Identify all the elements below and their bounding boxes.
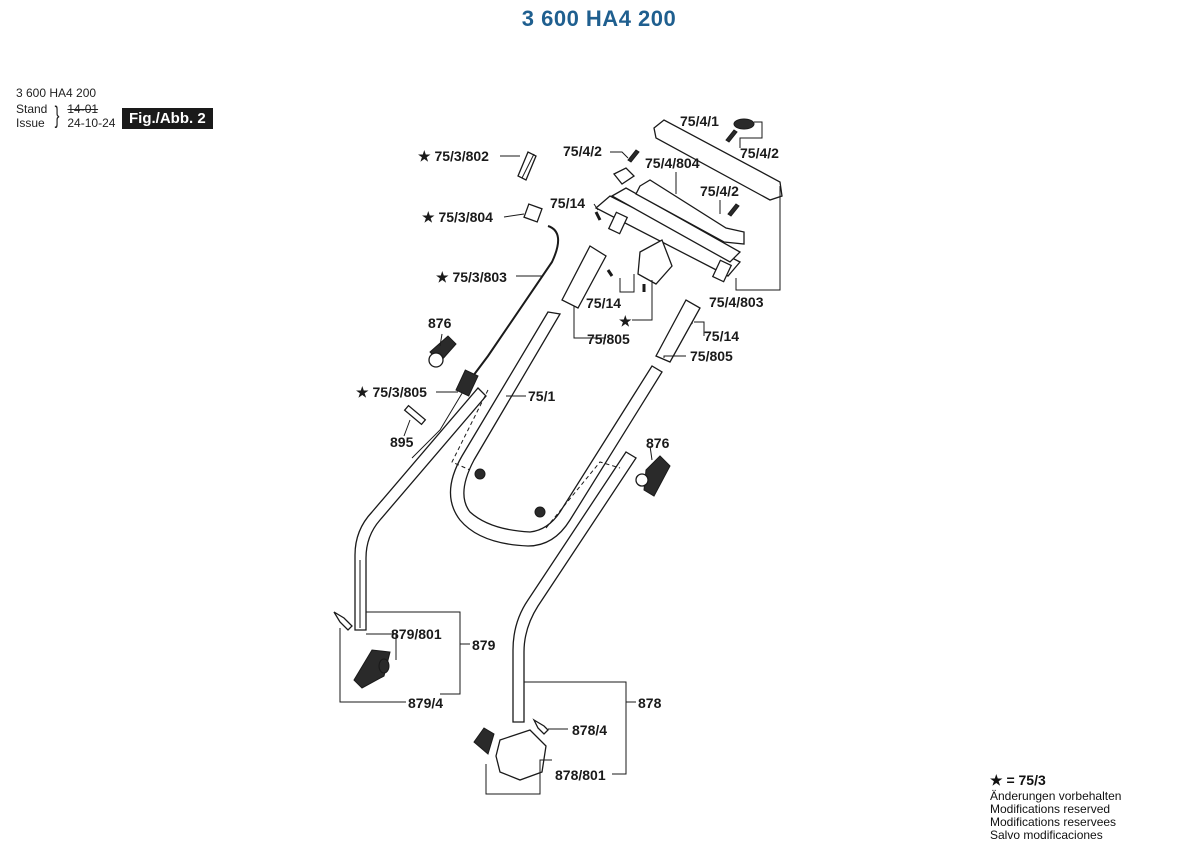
label-75-1: 75/1 (528, 388, 555, 404)
bolt-right (534, 506, 546, 518)
label-75-4-803: 75/4/803 (709, 294, 764, 310)
revision-header: 3 600 HA4 200 Stand Issue } 14-01 24-10-… (16, 86, 115, 130)
clip-left (612, 167, 636, 185)
figure-badge: Fig./Abb. 2 (122, 108, 213, 129)
star-part-box (637, 239, 673, 285)
legend-line: Salvo modificaciones (990, 828, 1103, 842)
issue-label: Issue (16, 116, 45, 130)
cable-lower (411, 379, 471, 459)
label-star: ★ (619, 313, 632, 329)
leader-lines (339, 121, 781, 795)
label-75-4-2-a: 75/4/2 (563, 143, 602, 159)
label-75-14-b: 75/14 (586, 295, 621, 311)
page-title: 3 600 HA4 200 (521, 6, 677, 31)
label-895: 895 (390, 434, 414, 450)
left-handle-bar (354, 387, 487, 631)
label-75-4-1: 75/4/1 (680, 113, 719, 129)
legend-line: Änderungen vorbehalten (990, 789, 1122, 803)
label-75-3-803: ★ 75/3/803 (436, 269, 507, 285)
label-878-801: 878/801 (555, 767, 606, 783)
control-bar (594, 187, 742, 283)
label-75-3-804: ★ 75/3/804 (422, 209, 493, 225)
label-75-805-b: 75/805 (690, 348, 733, 364)
label-75-3-805: ★ 75/3/805 (356, 384, 427, 400)
guide-line-left (451, 389, 489, 471)
spring-75-4-2-b (727, 203, 740, 217)
label-879-801: 879/801 (391, 626, 442, 642)
label-75-3-802: ★ 75/3/802 (418, 148, 489, 164)
screw-879-4 (333, 611, 353, 631)
part-number: 3 600 HA4 200 (16, 86, 97, 100)
spring-75-4-2-a (627, 149, 640, 163)
label-75-14-a: 75/14 (550, 195, 585, 211)
legend-line: Modifications reservees (990, 815, 1117, 829)
right-clamp-knob (635, 455, 671, 497)
sleeve-75-805-left (561, 245, 607, 309)
label-876-right: 876 (646, 435, 670, 451)
legend: ★ = 75/3 Änderungen vorbehalten Modifica… (990, 772, 1122, 842)
label-75-4-804: 75/4/804 (645, 155, 700, 171)
cable-clip (523, 203, 543, 223)
cable-end-fitting (517, 151, 537, 181)
legend-line: Modifications reserved (990, 802, 1111, 816)
label-879: 879 (472, 637, 496, 653)
middle-u-bar (449, 311, 663, 547)
bolt-left (474, 468, 486, 480)
old-date: 14-01 (67, 102, 99, 116)
bowden-cable (469, 225, 559, 381)
stand-label: Stand (16, 102, 48, 116)
screw-895 (403, 404, 427, 426)
nut-879 (378, 658, 390, 674)
cable-holder (455, 369, 479, 397)
new-date: 24-10-24 (67, 116, 116, 130)
label-878-4: 878/4 (572, 722, 607, 738)
brace-icon: } (54, 102, 60, 129)
label-878: 878 (638, 695, 662, 711)
left-clamp-knob (428, 335, 457, 368)
label-75-4-2-c: 75/4/2 (700, 183, 739, 199)
top-grip-75-4-1 (653, 119, 783, 201)
legend-star: ★ = 75/3 (990, 772, 1046, 788)
cover-878-801 (495, 729, 547, 781)
pin-75-14-b (606, 269, 614, 277)
label-75-805-a: 75/805 (587, 331, 630, 347)
spring-75-4-2-c (725, 129, 738, 143)
bracket-878 (473, 727, 495, 755)
label-876-left: 876 (428, 315, 452, 331)
screw-878-4 (532, 718, 549, 735)
right-handle-bar (512, 451, 637, 723)
pin-75-14-a (594, 211, 602, 221)
label-879-4: 879/4 (408, 695, 443, 711)
label-75-4-2-b: 75/4/2 (740, 145, 779, 161)
button-75-4-1 (733, 118, 755, 130)
sleeve-75-805-right (655, 299, 701, 363)
label-75-14-c: 75/14 (704, 328, 739, 344)
guide-line-right (545, 461, 621, 529)
lever-75-4-804 (635, 179, 745, 245)
